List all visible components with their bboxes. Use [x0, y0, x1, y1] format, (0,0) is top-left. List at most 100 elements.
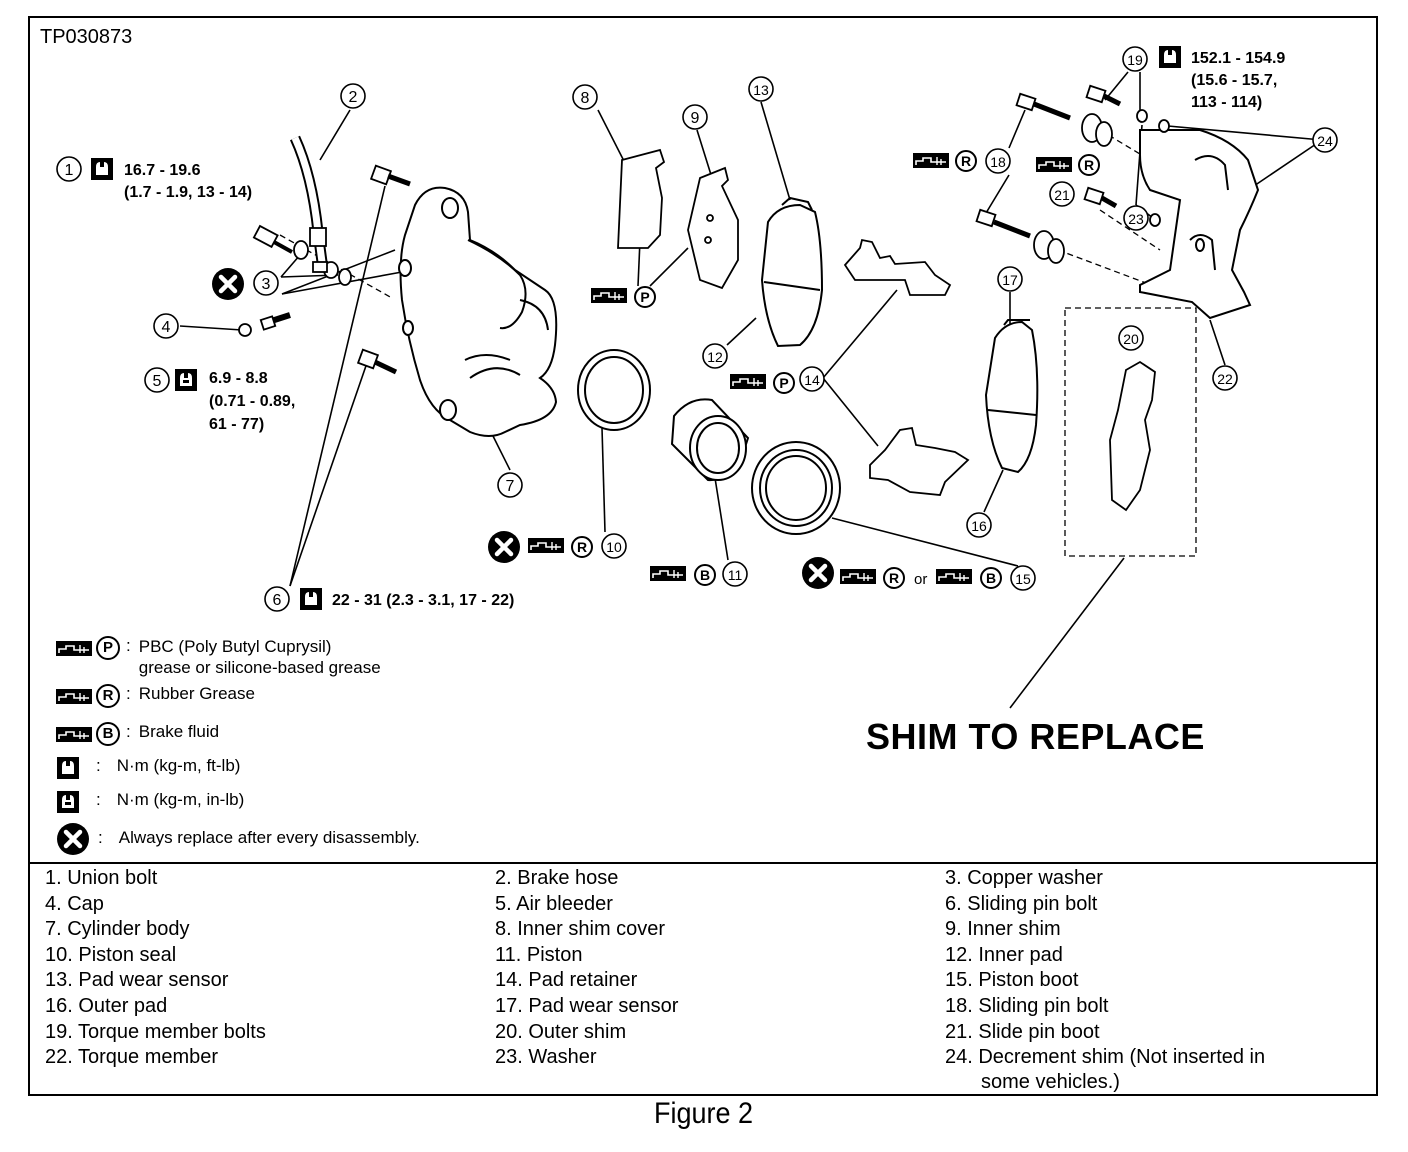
sliding-pin-torque: 22 - 31 (2.3 - 3.1, 17 - 22) [332, 592, 514, 609]
svg-text:2: 2 [349, 89, 358, 106]
brake-fluid-mark: B [96, 722, 120, 746]
svg-text:5: 5 [153, 373, 162, 390]
brake-hose [289, 135, 328, 263]
svg-text:4: 4 [162, 319, 171, 336]
callout-16: 16 [966, 512, 992, 538]
torque-wrench-icon [57, 757, 79, 779]
grease-icon [56, 726, 92, 743]
inner-shim [687, 166, 739, 290]
callout-21: 21 [1049, 181, 1075, 207]
svg-text:R: R [1084, 157, 1094, 173]
svg-text:R: R [961, 153, 971, 169]
svg-text:or: or [914, 571, 927, 588]
callouts: 1 2 3 4 5 6 7 8 9 10 11 12 13 14 15 16 1… [56, 46, 1338, 612]
part-item-continuation: some vehicles.) [981, 1071, 1120, 1093]
callout-3: 3 [253, 270, 279, 296]
outer-pad [984, 319, 1039, 474]
outer-shim [1109, 360, 1156, 512]
callout-24: 24 [1312, 127, 1338, 153]
svg-text:23: 23 [1128, 211, 1144, 227]
union-bolt-torque-alt: (1.7 - 1.9, 13 - 14) [124, 184, 252, 201]
replace-x-icon [802, 557, 834, 589]
svg-text:R: R [889, 570, 899, 586]
callout-14: 14 [799, 366, 825, 392]
svg-text:6: 6 [273, 592, 282, 609]
svg-text:18: 18 [990, 154, 1006, 170]
torque-wrench-inlb-icon [57, 791, 79, 813]
legend-torque-ftlb-text: N·m (kg-m, ft-lb) [116, 756, 241, 775]
part-item: 21. Slide pin boot [945, 1021, 1100, 1043]
callout-23: 23 [1123, 205, 1149, 231]
piston [670, 398, 750, 482]
part-item: 12. Inner pad [945, 944, 1063, 966]
svg-text:8: 8 [581, 90, 590, 107]
part-item: 7. Cylinder body [45, 918, 190, 940]
parts-divider [28, 862, 1378, 864]
callout-1: 1 [56, 156, 82, 182]
svg-text:3: 3 [262, 276, 271, 293]
legend-rubber: R : Rubber Grease [56, 684, 255, 708]
outer-shim-highlight-box [1064, 307, 1197, 557]
svg-text:21: 21 [1054, 187, 1070, 203]
part-item: 6. Sliding pin bolt [945, 893, 1098, 915]
part-item: 3. Copper washer [945, 867, 1103, 889]
svg-text:13: 13 [753, 82, 769, 98]
replace-x-icon [212, 268, 244, 300]
svg-text:16: 16 [971, 518, 987, 534]
pad-retainer [843, 238, 970, 496]
legend-pbc: P : PBC (Poly Butyl Cuprysil) grease or … [56, 636, 381, 678]
svg-text:19: 19 [1127, 52, 1143, 68]
part-item: 22. Torque member [45, 1046, 219, 1068]
callout-5: 5 [144, 367, 170, 393]
inner-pad [760, 196, 824, 348]
torque-member [1139, 129, 1260, 320]
svg-text:P: P [640, 289, 649, 305]
callout-13: 13 [748, 76, 774, 102]
callout-11: 11 [722, 561, 748, 587]
legend-torque-inlb-text: N·m (kg-m, in-lb) [116, 790, 245, 809]
grease-icon [56, 640, 92, 657]
callout-2: 2 [340, 83, 366, 109]
part-item: 14. Pad retainer [495, 969, 638, 991]
union-bolt-torque: 16.7 - 19.6 [124, 162, 201, 179]
part-item: 18. Sliding pin bolt [945, 995, 1109, 1017]
legend-torque-inlb: : N·m (kg-m, in-lb) [56, 790, 244, 814]
part-item: 1. Union bolt [45, 867, 158, 889]
callout-22: 22 [1212, 365, 1238, 391]
callout-20: 20 [1118, 325, 1144, 351]
callout-10: 10 [601, 533, 627, 559]
rubber-mark: R [96, 684, 120, 708]
callout-6: 6 [264, 586, 290, 612]
piston-boot [751, 441, 841, 535]
callout-9: 9 [682, 104, 708, 130]
callout-19: 19 [1122, 46, 1148, 72]
part-item: 20. Outer shim [495, 1021, 627, 1043]
svg-text:22: 22 [1217, 371, 1233, 387]
legend-torque-ftlb: : N·m (kg-m, ft-lb) [56, 756, 240, 780]
callout-7: 7 [497, 472, 523, 498]
callout-4: 4 [153, 313, 179, 339]
legend-rubber-text: Rubber Grease [138, 684, 255, 703]
part-item: 5. Air bleeder [495, 893, 613, 915]
part-item: 15. Piston boot [945, 969, 1079, 991]
leader-lines [179, 71, 1323, 709]
svg-text:1: 1 [65, 162, 74, 179]
legend-brake-fluid: B : Brake fluid [56, 722, 219, 746]
svg-text:17: 17 [1002, 272, 1018, 288]
part-item: 16. Outer pad [45, 995, 168, 1017]
figure-frame [28, 16, 1378, 1096]
torque-wrench-icon [1159, 46, 1181, 68]
sliding-pin-bolts [975, 84, 1170, 264]
part-item: 10. Piston seal [45, 944, 177, 966]
air-bleeder-torque-alt2: 61 - 77) [209, 416, 264, 433]
symbol-legend: P : PBC (Poly Butyl Cuprysil) grease or … [56, 636, 536, 856]
svg-text:24: 24 [1317, 133, 1333, 149]
small-hardware [238, 164, 411, 375]
shim-to-replace-label: SHIM TO REPLACE [866, 716, 1205, 757]
part-item: 2. Brake hose [495, 867, 619, 889]
svg-text:11: 11 [728, 567, 743, 583]
torque-member-torque: 152.1 - 154.9 [1191, 50, 1285, 67]
part-item: 4. Cap [45, 893, 104, 915]
svg-text:7: 7 [506, 478, 515, 495]
